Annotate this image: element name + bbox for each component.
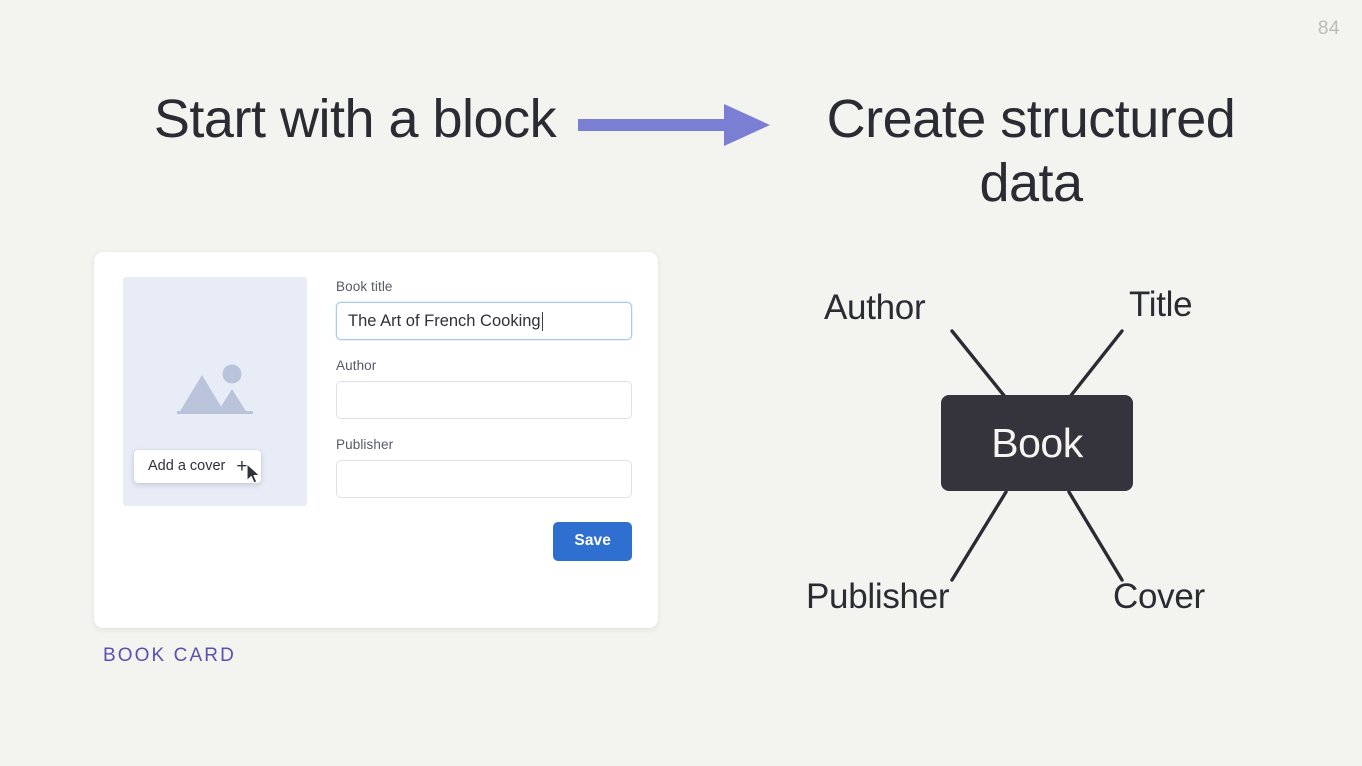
diagram-node-book: Book <box>941 395 1133 491</box>
add-cover-button[interactable]: Add a cover + <box>134 450 261 483</box>
diagram-label-publisher: Publisher <box>806 577 950 616</box>
diagram-label-author: Author <box>824 288 926 327</box>
book-card: Add a cover + Book title The Art of Fren… <box>94 252 658 628</box>
publisher-label: Publisher <box>336 437 394 452</box>
text-caret <box>541 311 544 331</box>
save-button[interactable]: Save <box>553 522 632 561</box>
form-actions: Save <box>336 522 632 561</box>
diagram-label-title: Title <box>1129 285 1193 324</box>
book-title-value: The Art of French Cooking <box>348 311 541 330</box>
field-publisher: Publisher <box>336 437 632 498</box>
book-card-caption: BOOK CARD <box>103 645 236 666</box>
heading-right: Create structured data <box>826 89 1236 213</box>
structured-data-diagram <box>780 265 1280 645</box>
field-book-title: Book title The Art of French Cooking <box>336 279 632 340</box>
book-title-input[interactable]: The Art of French Cooking <box>336 302 632 340</box>
book-form: Book title The Art of French Cooking Aut… <box>336 279 632 561</box>
diagram-label-cover: Cover <box>1113 577 1205 616</box>
plus-icon: + <box>236 455 248 477</box>
arrow-right-icon <box>574 101 774 149</box>
diagram-node-book-label: Book <box>991 419 1083 466</box>
heading-left: Start with a block <box>153 89 557 149</box>
diagram-connectors <box>950 329 1124 582</box>
author-label: Author <box>336 358 377 373</box>
author-input[interactable] <box>336 381 632 419</box>
image-placeholder-icon <box>177 361 253 419</box>
field-author: Author <box>336 358 632 419</box>
book-title-label: Book title <box>336 279 393 294</box>
add-cover-label: Add a cover <box>148 458 226 474</box>
cover-dropzone[interactable]: Add a cover + <box>123 277 307 506</box>
page-number: 84 <box>1317 18 1340 39</box>
publisher-input[interactable] <box>336 460 632 498</box>
